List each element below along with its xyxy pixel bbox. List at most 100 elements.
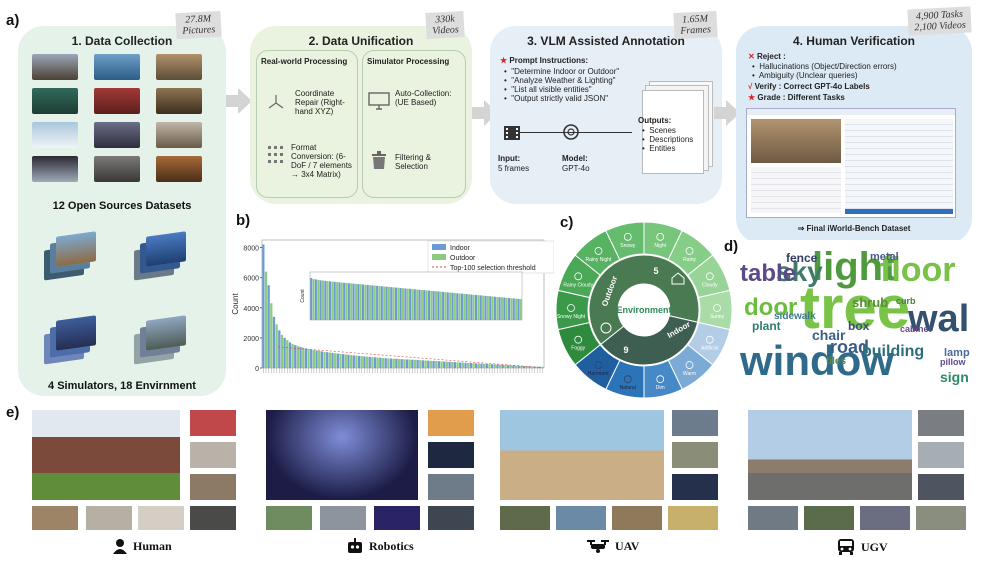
bar [424,360,427,368]
word-cloud-word: tiles [826,356,847,367]
ugv-main-photo [748,410,912,500]
simulator-box: Simulator Processing Auto-Collection: (U… [362,50,466,198]
outer-label: Natural [620,385,636,391]
inset-bar [482,295,485,320]
panel-human-verification: 4. Human Verification ✕ Reject : • Hallu… [736,26,972,244]
inset-bar [402,288,405,320]
label-b: b) [236,212,251,229]
uav-thumb [556,506,606,530]
indoor-count: 5 [653,266,658,276]
bar [381,357,385,368]
bar [365,356,369,368]
inset-bar [364,284,367,320]
bar [448,361,451,368]
realworld-box: Real-world Processing Coordinate Repair … [256,50,358,198]
inset-bar [357,284,360,320]
legend-entry: Outdoor [450,255,476,262]
outer-segment [574,344,621,390]
inset-frame [309,271,523,321]
y-axis-label: Count [232,293,240,315]
human-thumb [86,506,132,530]
bar [342,354,345,368]
model-head: Model: [562,154,588,163]
word-cloud-word: building [862,343,925,360]
inset-bar [505,297,508,320]
bar [368,356,371,368]
uav-thumb [668,506,718,530]
uav-label: UAV [586,538,639,554]
bar [328,352,331,368]
robotics-thumb [428,442,474,468]
y-tick-label: 8000 [243,246,259,253]
word-cloud-word: curb [896,296,916,306]
inset-bar [425,290,428,320]
weather-icon [656,232,665,241]
bar [318,350,321,368]
human-main-photo [32,410,180,500]
bar [397,358,401,368]
annotation-tool-screenshot [746,108,956,218]
trash-icon [372,151,386,169]
uav-main-photo [500,410,664,500]
bar [296,346,300,368]
bar [501,364,504,368]
ugv-thumb [804,506,854,530]
inset-bar [463,293,466,320]
word-cloud-word: sign [940,369,969,385]
robot-icon [348,538,362,553]
inset-bar [444,292,447,320]
simulators-label: 4 Simulators, 18 Envirnment [48,380,196,392]
y-tick-label: 0 [255,366,259,373]
panel-data-unification: 2. Data Unification Real-world Processin… [250,26,472,204]
inset-bar [366,284,369,320]
output-item: • Entities [642,144,676,153]
inset-bar [373,285,376,320]
drone-icon [587,540,609,553]
bar [302,347,305,368]
bar [387,358,390,368]
bar [480,363,483,368]
tag-frames: 1.65M Frames [673,10,718,40]
word-cloud-word: road [830,337,870,357]
legend-swatch [432,244,446,250]
bar [451,361,454,368]
inset-bar [406,288,409,320]
inset-bar [345,282,348,320]
bar [344,354,347,368]
bar [280,334,284,368]
inset-bar [489,296,492,320]
bar [475,363,478,368]
inset-bar [392,287,395,320]
bar [339,353,342,368]
tag-pictures: 27.8M Pictures [175,10,222,40]
panel-vlm-annotation: 3. VLM Assisted Annotation ★ Prompt Inst… [490,26,722,204]
word-cloud-word: floor [880,251,956,289]
inset-bar [460,293,463,320]
ugv-thumb [918,410,964,436]
weather-icon [567,304,575,312]
ugv-thumb [918,474,964,500]
bar [320,351,323,368]
bar [373,357,377,368]
grade-line: ★ Grade : Different Tasks [748,93,845,102]
inset-bar [385,286,388,320]
robotics-label: Robotics [346,538,414,554]
gpt-icon [563,124,579,140]
prompt-head: ★ Prompt Instructions: [500,56,589,65]
inset-bar [378,286,381,320]
inset-bar [503,297,506,320]
inset-bar [498,297,501,320]
bar [408,359,411,368]
word-cloud-word: fence [786,251,818,265]
bar [283,337,286,368]
robotics-main-photo [266,410,418,500]
weather-icon [705,272,714,281]
panel3-title: 3. VLM Assisted Annotation [527,34,685,48]
inset-bar [475,294,478,320]
bar [331,352,334,368]
inset-bar [312,278,315,320]
outer-label: Sunny [710,314,725,320]
bar [360,356,363,368]
simulator-head: Simulator Processing [367,57,450,66]
